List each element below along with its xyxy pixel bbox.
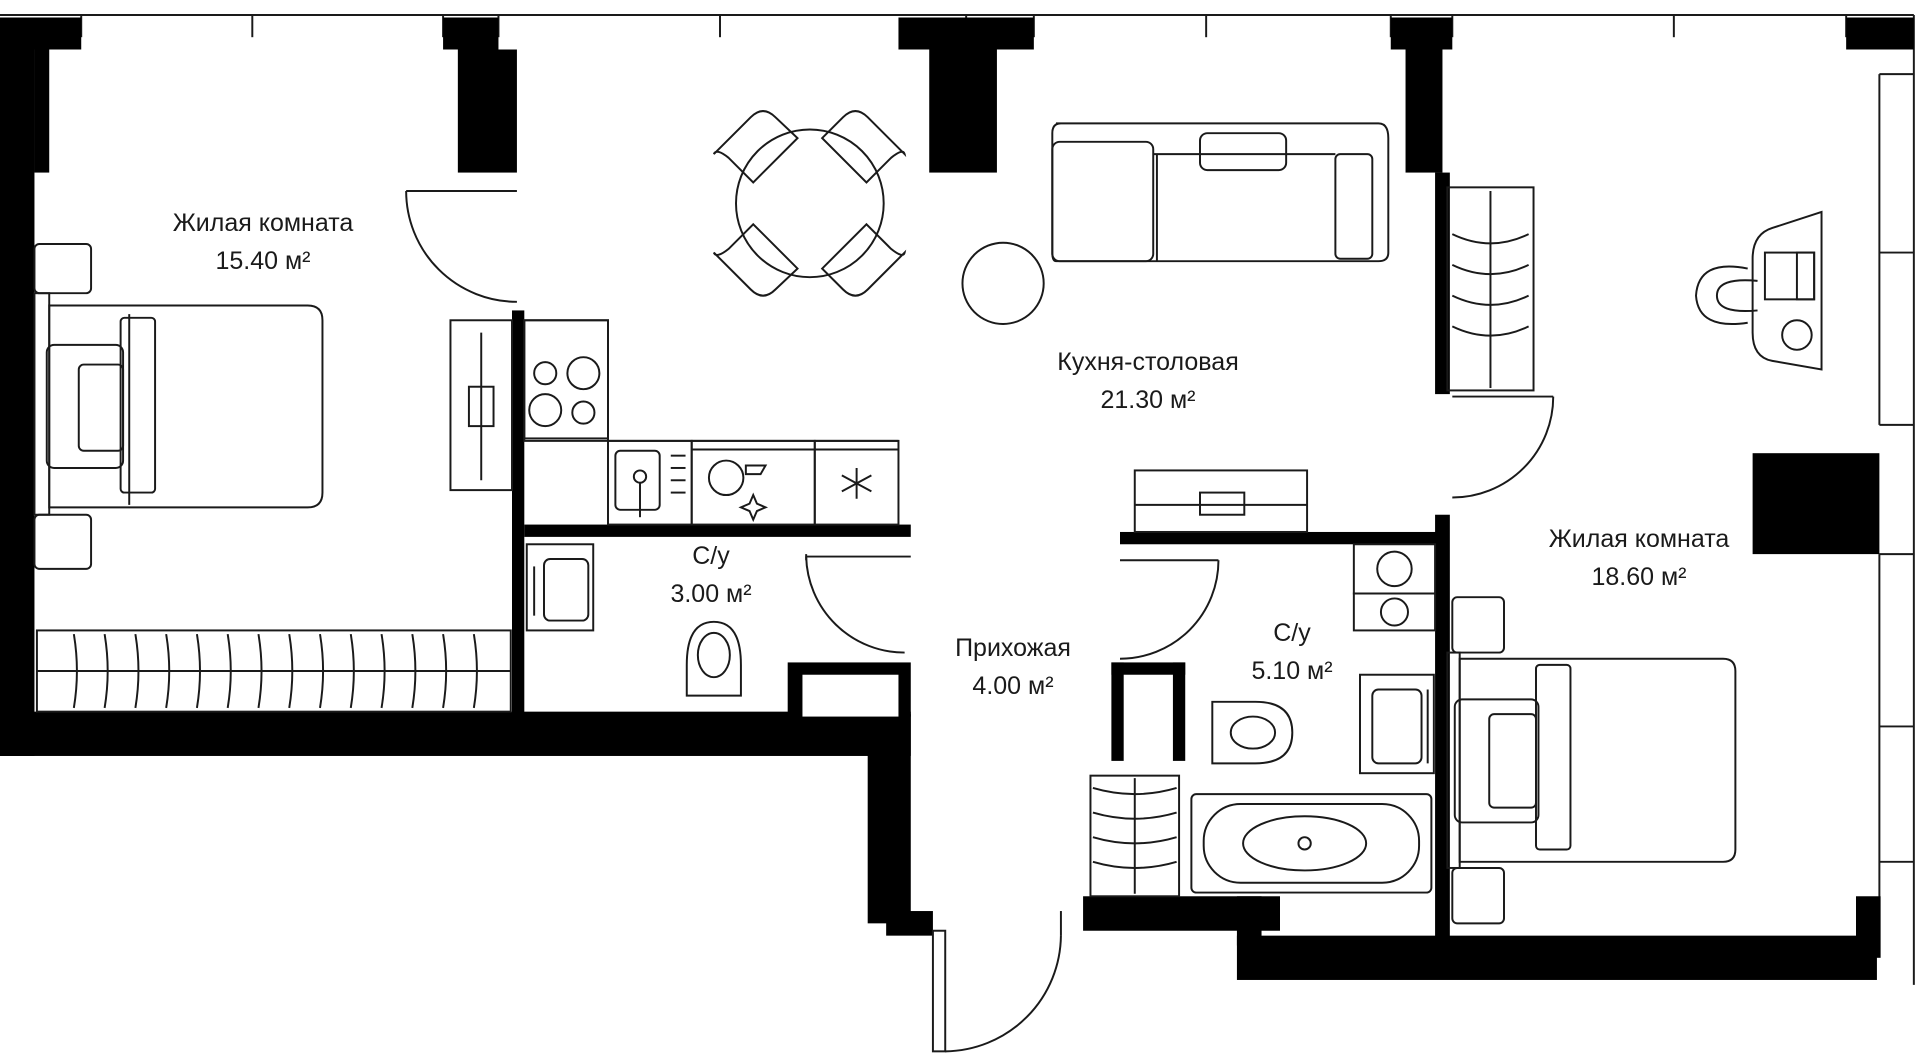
washing-machine-icon	[1352, 543, 1437, 595]
room-area: 21.30 м²	[1100, 386, 1196, 414]
room-label-kitchen: Кухня-столовая 21.30 м²	[1057, 343, 1238, 419]
kitchen-counter	[523, 319, 899, 442]
dishwasher-icon	[690, 439, 816, 526]
room-label-bath-large: С/у 5.10 м²	[1251, 614, 1332, 690]
room-name: С/у	[692, 542, 730, 570]
wardrobe-icon	[35, 629, 512, 713]
room-area: 4.00 м²	[972, 672, 1054, 700]
room-area: 3.00 м²	[670, 580, 752, 608]
table-icon	[712, 110, 907, 297]
walls	[0, 17, 1914, 980]
tv-stand-icon	[1133, 469, 1309, 533]
toilet-icon	[1211, 700, 1294, 765]
room-name: Прихожая	[955, 634, 1071, 662]
dryer-icon	[1352, 592, 1437, 632]
bed-icon	[1446, 596, 1737, 925]
wardrobe-icon	[1446, 186, 1535, 392]
room-label-bath-small: С/у 3.00 м²	[670, 537, 751, 613]
bathtub-icon	[1190, 793, 1433, 894]
room-name: Кухня-столовая	[1057, 348, 1239, 376]
sink-icon	[525, 543, 595, 632]
room-area: 18.60 м²	[1591, 563, 1687, 591]
room-area: 15.40 м²	[215, 247, 311, 275]
wardrobe-icon	[1089, 774, 1181, 898]
room-name: Жилая комната	[172, 209, 354, 237]
sofa-icon	[1051, 122, 1390, 263]
fridge-snowflake-icon	[813, 439, 900, 526]
room-area: 5.10 м²	[1251, 657, 1333, 685]
room-label-living-right: Жилая комната 18.60 м²	[1549, 520, 1730, 596]
desk-icon	[1751, 210, 1823, 371]
chair-icon	[1695, 265, 1758, 325]
room-label-living-left: Жилая комната 15.40 м²	[173, 204, 354, 280]
door-icon	[405, 190, 1555, 1053]
wardrobe-icon	[449, 319, 513, 492]
bed-icon	[33, 242, 324, 570]
room-name: С/у	[1273, 619, 1311, 647]
stove-icon	[523, 319, 609, 440]
toilet-icon	[685, 620, 742, 697]
room-name: Жилая комната	[1548, 525, 1730, 553]
coffee-table-icon	[961, 241, 1045, 325]
room-label-hall: Прихожая 4.00 м²	[955, 629, 1071, 705]
sink-icon	[1359, 673, 1435, 775]
sink-icon	[607, 439, 693, 526]
